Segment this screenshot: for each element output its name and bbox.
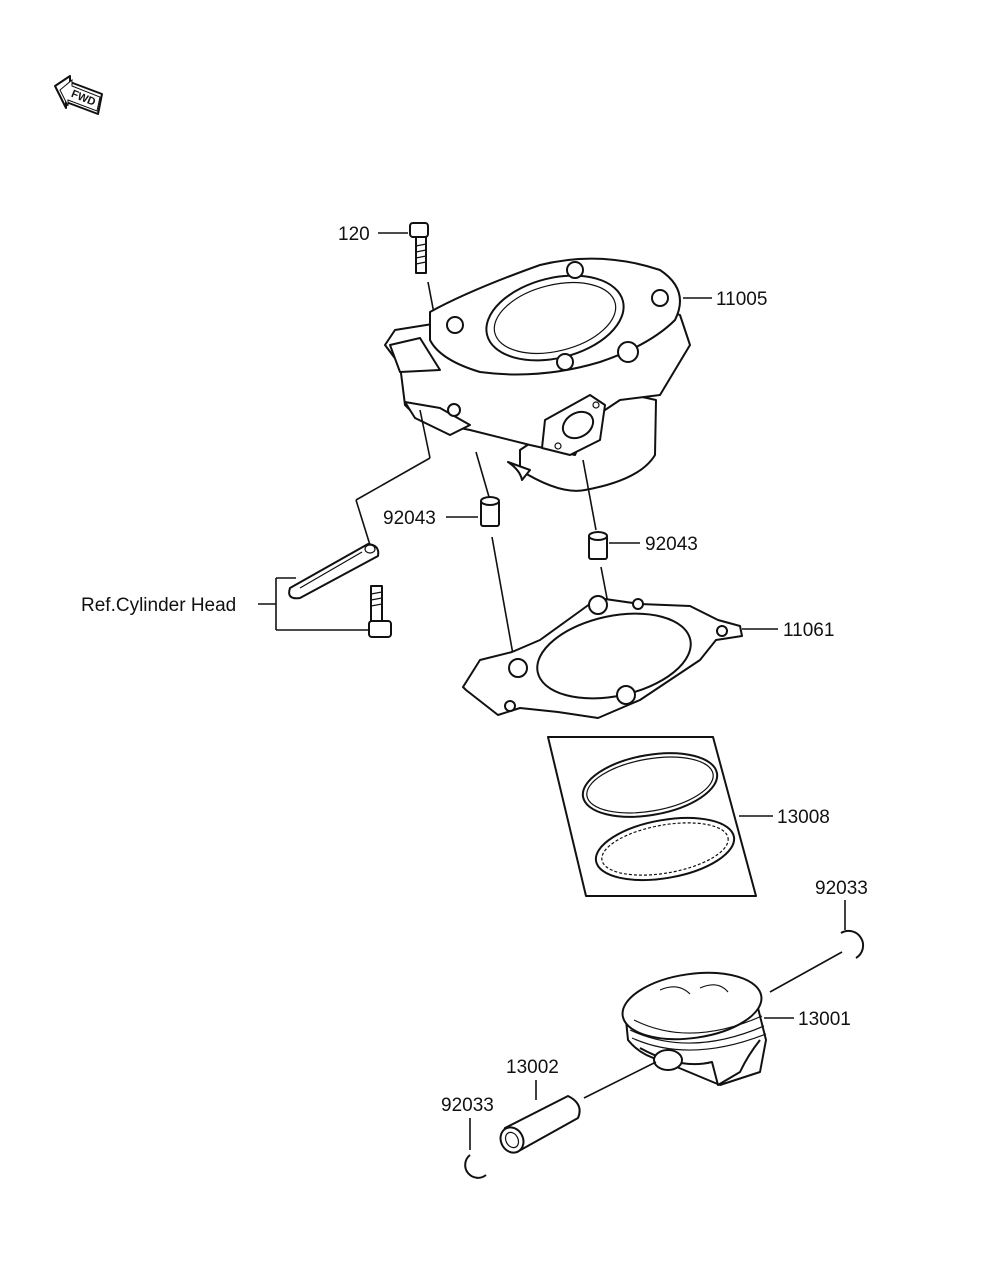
label-11061: 11061 — [783, 620, 834, 641]
label-13002: 13002 — [506, 1057, 559, 1078]
cylinder-11005 — [384, 257, 691, 492]
axis-line-dowel-left-top — [475, 451, 490, 498]
axis-line-piston-pin — [583, 1061, 657, 1099]
axis-line-circlip-right — [769, 951, 843, 993]
fwd-arrow-icon: FWD — [54, 75, 103, 115]
dowel-pin-right-92043 — [588, 531, 608, 560]
base-gasket-11061 — [462, 595, 743, 719]
dowel-pin-left-92043 — [480, 496, 500, 527]
label-dowel-right: 92043 — [645, 534, 698, 555]
axis-line-dowel-left-bottom — [491, 536, 515, 661]
label-ref-cylinder-head: Ref.Cylinder Head — [81, 595, 236, 616]
axis-line-ref-c — [355, 499, 371, 546]
label-circlip-right: 92033 — [815, 878, 868, 899]
bracket-bolt — [368, 585, 392, 638]
label-circlip-left: 92033 — [441, 1095, 494, 1116]
piston-13001 — [621, 971, 767, 1086]
circlip-left-92033 — [464, 1154, 487, 1179]
piston-pin-13002 — [499, 1095, 581, 1154]
piston-ring-set-13008 — [547, 736, 757, 897]
label-13001: 13001 — [798, 1009, 851, 1030]
label-13008: 13008 — [777, 807, 830, 828]
circlip-right-92033 — [840, 929, 865, 959]
label-11005: 11005 — [716, 289, 767, 310]
cylinder-bolt-120 — [409, 222, 429, 274]
axis-line-ref-b — [355, 457, 431, 501]
label-120: 120 — [338, 224, 370, 245]
axis-line-dowel-right-top — [582, 459, 597, 531]
axis-line-ref-a — [419, 409, 431, 459]
guide-plate — [288, 543, 380, 600]
label-dowel-left: 92043 — [383, 508, 436, 529]
